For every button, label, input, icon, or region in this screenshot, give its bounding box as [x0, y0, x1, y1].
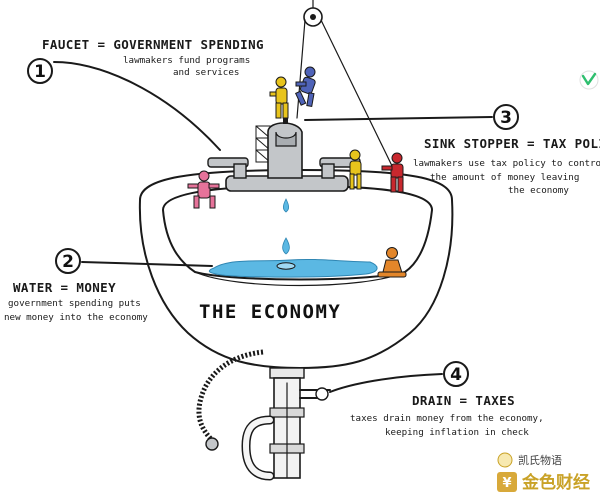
figure-blue-icon — [294, 66, 316, 107]
watermark-large-text: 金色财经 — [521, 472, 590, 493]
callout-marker-3: 3 — [304, 104, 519, 130]
callout-4-text: DRAIN = TAXES taxes drain money from the… — [350, 393, 544, 438]
callout-3-line-2: the amount of money leaving — [430, 172, 579, 183]
svg-text:4: 4 — [450, 365, 462, 385]
svg-text:2: 2 — [62, 252, 74, 272]
callout-3-text: SINK STOPPER = TAX POLICY lawmakers use … — [413, 136, 600, 196]
figure-yellow-standing-icon — [349, 149, 362, 190]
svg-text:1: 1 — [34, 62, 46, 82]
callout-1-text: FAUCET = GOVERNMENT SPENDING lawmakers f… — [42, 37, 264, 78]
p-trap-pipe — [241, 415, 275, 481]
callout-2-heading: WATER = MONEY — [13, 280, 116, 295]
callout-1-line-2: and services — [173, 67, 239, 78]
svg-text:¥: ¥ — [502, 476, 511, 491]
callout-2-line-2: new money into the economy — [4, 312, 148, 323]
svg-text:3: 3 — [500, 108, 512, 128]
water-pool — [208, 258, 378, 278]
callout-2-line-1: government spending puts — [8, 298, 141, 309]
figure-red-icon — [381, 152, 404, 193]
figure-orange-icon — [377, 247, 407, 278]
callout-3-heading: SINK STOPPER = TAX POLICY — [424, 136, 600, 151]
diagram-title: THE ECONOMY — [199, 301, 341, 323]
pedestal-pipe — [269, 367, 305, 479]
callout-4-line-1: taxes drain money from the economy, — [350, 413, 544, 424]
pulley-icon — [296, 0, 395, 171]
callout-4-heading: DRAIN = TAXES — [412, 393, 515, 408]
callout-4-line-2: keeping inflation in check — [385, 427, 529, 438]
faucet-icon — [207, 118, 361, 192]
callout-marker-4: 4 — [329, 361, 469, 393]
callout-1-heading: FAUCET = GOVERNMENT SPENDING — [42, 37, 264, 52]
figure-yellow-icon — [269, 76, 289, 119]
callout-marker-1: 1 — [27, 58, 221, 151]
callout-3-line-3: the economy — [508, 185, 569, 196]
callout-3-line-1: lawmakers use tax policy to control — [413, 158, 600, 169]
watermark-small-text: 凯氏物语 — [518, 453, 562, 467]
callout-marker-2: 2 — [55, 248, 213, 274]
callout-2-text: WATER = MONEY government spending puts n… — [4, 280, 148, 323]
brand-logo-icon — [579, 70, 599, 90]
callout-1-line-1: lawmakers fund programs — [123, 55, 250, 66]
supply-hose — [196, 349, 264, 451]
figure-pink-icon — [187, 170, 220, 209]
watermark: 凯氏物语 ¥ 金色财经 — [497, 452, 590, 493]
drain-pipe — [299, 387, 331, 401]
